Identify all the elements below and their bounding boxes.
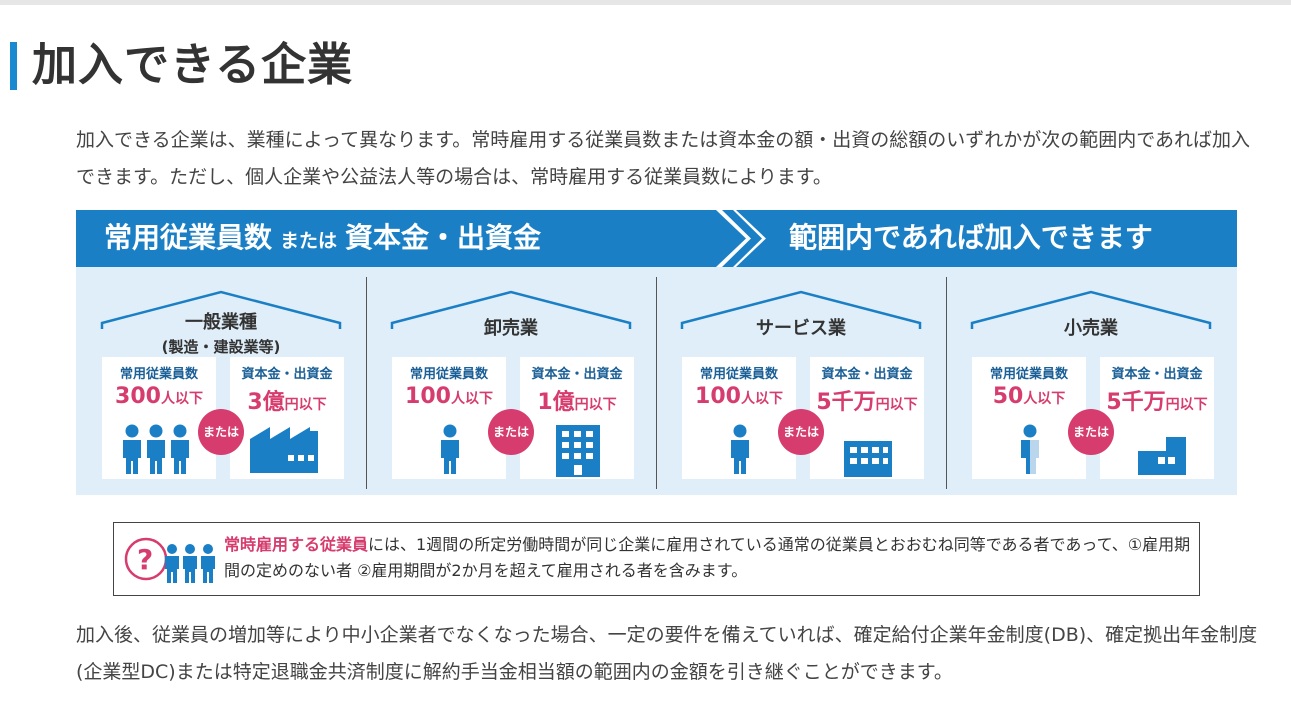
employee-definition-note: ? 常時雇用する従業員には、1週間の所定労働時間が同じ企業に雇用されている通常の…: [113, 522, 1200, 596]
intro-paragraph: 加入できる企業は、業種によって異なります。常時雇用する従業員数または資本金の額・…: [76, 129, 1251, 188]
capital-label: 資本金・出資金: [531, 367, 623, 382]
employees-value: 100人以下: [695, 384, 783, 409]
capital-label: 資本金・出資金: [821, 367, 913, 382]
banner-or-label: または: [280, 230, 338, 252]
note-body: には、1週間の所定労働時間が同じ企業に雇用されている通常の従業員とおおむね同等で…: [224, 535, 1191, 580]
banner-employees-label: 常用従業員数: [104, 221, 273, 254]
capital-label: 資本金・出資金: [241, 367, 333, 382]
half-person-icon: [1021, 424, 1039, 474]
person-icon: [731, 424, 749, 474]
or-badge: または: [1068, 409, 1114, 455]
column-divider: [656, 277, 657, 489]
industry-subtitle: (製造・建設業等): [161, 338, 281, 356]
top-rule: [0, 0, 1291, 5]
factory-icon: [250, 427, 318, 473]
industry-retail: 小売業 常用従業員数 50人以下 または 資本金・出資金 5千万円以下: [946, 267, 1236, 495]
industry-title: 一般業種: [185, 312, 257, 333]
industry-title: サービス業: [756, 318, 846, 339]
employees-card: 常用従業員数 100人以下: [682, 357, 796, 479]
employees-label: 常用従業員数: [409, 367, 488, 382]
svg-text:?: ?: [137, 543, 153, 576]
column-divider: [946, 277, 947, 489]
outro-paragraph: 加入後、従業員の増加等により中小企業者でなくなった場合、一定の要件を備えていれば…: [76, 624, 1258, 683]
capital-value: 5千万円以下: [1106, 390, 1208, 415]
column-divider: [366, 277, 367, 489]
or-badge: または: [198, 409, 244, 455]
industry-name: 一般業種 (製造・建設業等): [76, 311, 366, 359]
employees-label: 常用従業員数: [989, 367, 1068, 382]
or-badge: または: [488, 409, 534, 455]
three-people-icon: [123, 424, 189, 474]
note-highlight: 常時雇用する従業員: [224, 535, 369, 554]
small-shop-icon: [1138, 437, 1186, 475]
banner-capital-label: 資本金・出資金: [345, 221, 542, 254]
industry-title: 卸売業: [484, 318, 538, 339]
industry-general: 一般業種 (製造・建設業等) 常用従業員数 300人以下 または 資本金・出資金…: [76, 267, 366, 495]
banner-left-text: 常用従業員数または資本金・出資金: [104, 218, 541, 261]
capital-value: 3億円以下: [247, 390, 327, 415]
industry-wholesale: 卸売業 常用従業員数 100人以下 または 資本金・出資金 1億円以下: [366, 267, 656, 495]
house-roof-icon: [680, 290, 922, 329]
capital-card: 資本金・出資金 3億円以下: [230, 357, 344, 479]
employees-label: 常用従業員数: [119, 367, 198, 382]
industry-panel: 一般業種 (製造・建設業等) 常用従業員数 300人以下 または 資本金・出資金…: [76, 267, 1237, 495]
note-text: 常時雇用する従業員には、1週間の所定労働時間が同じ企業に雇用されている通常の従業…: [224, 532, 1194, 584]
employees-value: 50人以下: [992, 384, 1066, 409]
capital-value: 1億円以下: [537, 390, 617, 415]
capital-card: 資本金・出資金 5千万円以下: [1100, 357, 1214, 479]
house-roof-icon: [100, 290, 342, 329]
employees-label: 常用従業員数: [699, 367, 778, 382]
capital-card: 資本金・出資金 1億円以下: [520, 357, 634, 479]
industry-services: サービス業 常用従業員数 100人以下 または 資本金・出資金 5千万円以下: [656, 267, 946, 495]
person-icon: [441, 424, 459, 474]
employees-value: 300人以下: [115, 384, 203, 409]
house-roof-icon: [390, 290, 632, 329]
or-badge: または: [778, 409, 824, 455]
tall-building-icon: [556, 425, 600, 477]
employees-card: 常用従業員数 50人以下: [972, 357, 1086, 479]
criteria-banner: 常用従業員数または資本金・出資金 範囲内であれば加入できます: [76, 210, 1237, 267]
banner-right-text: 範囲内であれば加入できます: [789, 221, 1153, 254]
capital-label: 資本金・出資金: [1111, 367, 1203, 382]
employees-value: 100人以下: [405, 384, 493, 409]
employees-card: 常用従業員数 100人以下: [392, 357, 506, 479]
employees-card: 常用従業員数 300人以下: [102, 357, 216, 479]
industry-title: 小売業: [1064, 318, 1118, 339]
mid-building-icon: [844, 441, 892, 477]
banner-chevron-icon: [716, 210, 766, 267]
capital-value: 5千万円以下: [816, 390, 918, 415]
page-title: 加入できる企業: [32, 38, 354, 91]
title-accent-bar: [10, 42, 17, 90]
question-people-icon: ?: [124, 537, 215, 583]
house-roof-icon: [970, 290, 1212, 329]
capital-card: 資本金・出資金 5千万円以下: [810, 357, 924, 479]
